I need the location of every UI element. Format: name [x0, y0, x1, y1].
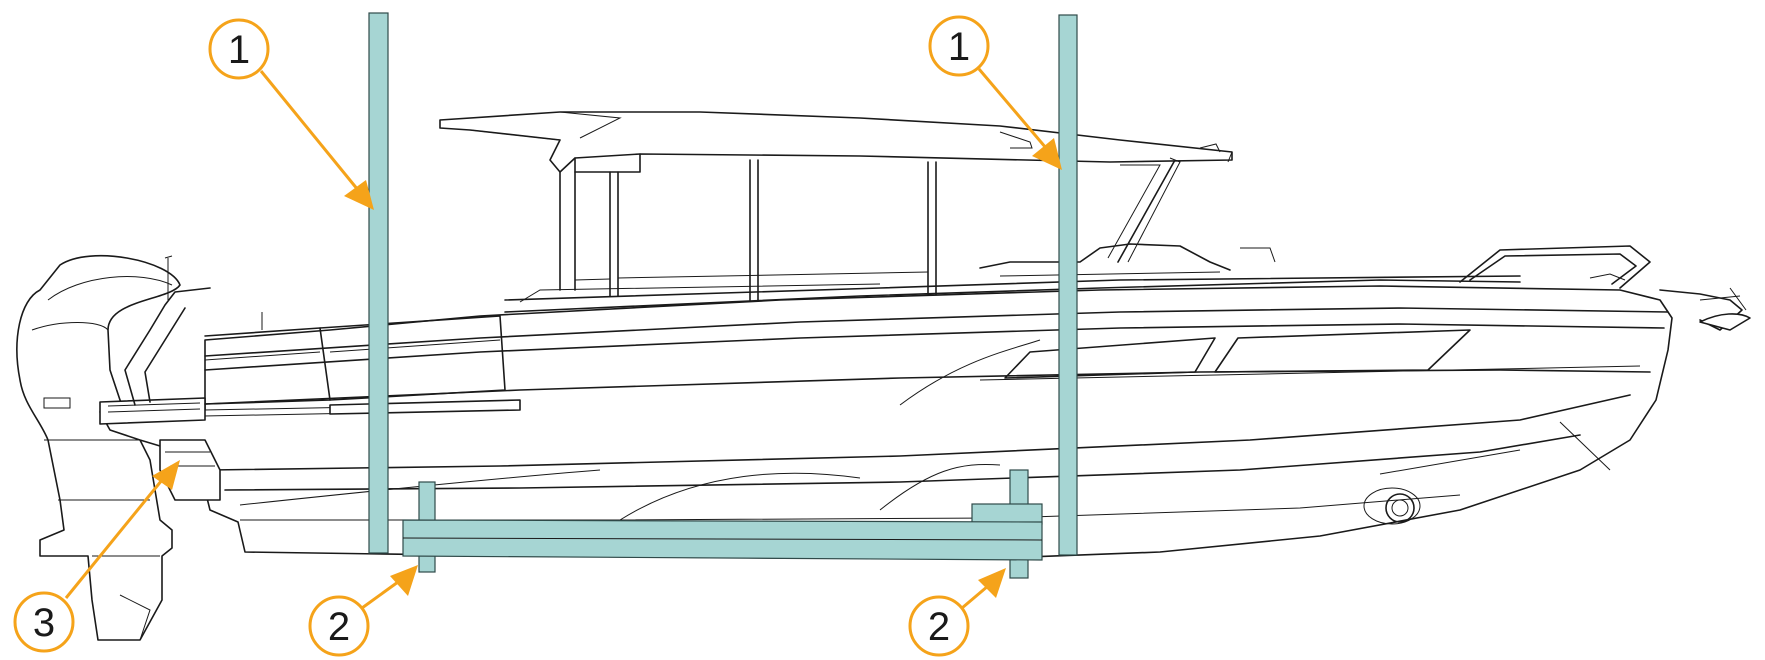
callout-bubble [908, 595, 970, 657]
boat-superstructure [124, 111, 1651, 415]
callout-label: 1 [228, 28, 250, 72]
callout-label: 3 [33, 601, 55, 645]
callout-support-forward: 2 [908, 595, 970, 657]
callout-label: 2 [928, 605, 950, 649]
callout-support-aft: 2 [308, 595, 370, 657]
aft-lifting-sling [368, 12, 389, 554]
callout-sling-aft: 1 [208, 18, 270, 80]
callout-bubble [308, 595, 370, 657]
support-cradle [402, 469, 1043, 579]
callout-bubble [13, 591, 75, 653]
forward-support-pad [971, 503, 1043, 525]
outboard-engine [16, 254, 181, 641]
forward-lifting-sling [1058, 14, 1078, 556]
callout-bubble [928, 15, 990, 77]
callout-label: 1 [948, 25, 970, 69]
callout-sling-forward: 1 [928, 15, 990, 77]
callout-bubble [208, 18, 270, 80]
callout-leaders [64, 68, 1062, 610]
support-beam [402, 519, 1043, 561]
callout-transom: 3 [13, 591, 75, 653]
lifting-slings [368, 12, 1078, 556]
callout-label: 2 [328, 605, 350, 649]
